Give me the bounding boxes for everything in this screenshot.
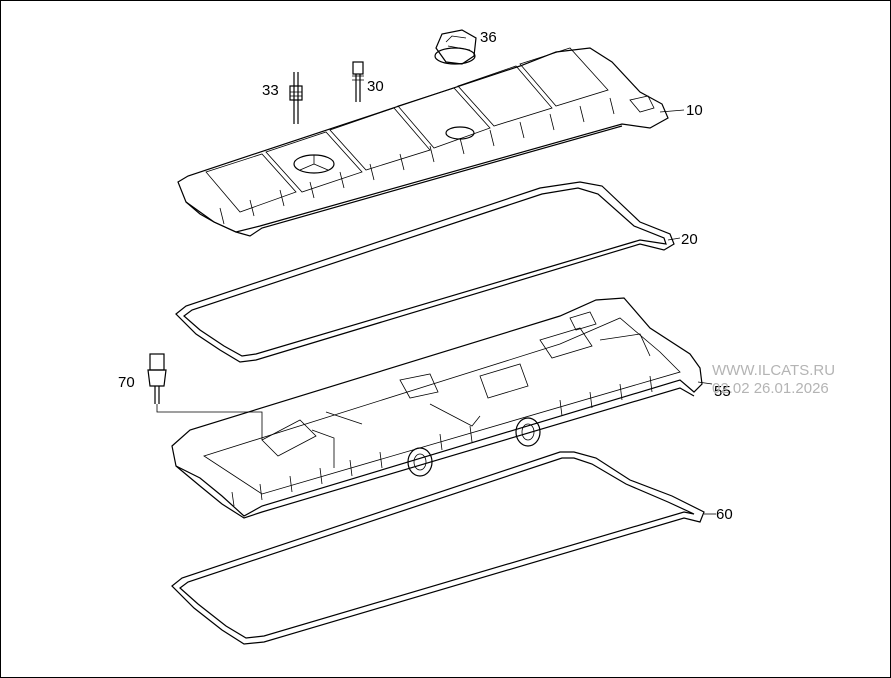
- callout-33: 33: [262, 82, 279, 99]
- part-33-bolt[interactable]: [289, 72, 303, 124]
- camshaft-gear-left: [407, 447, 433, 477]
- part-60-gasket[interactable]: [171, 451, 705, 645]
- callout-30: 30: [367, 78, 384, 95]
- callout-36: 36: [480, 29, 497, 46]
- part-10-cylinder-head-cover[interactable]: [177, 47, 669, 237]
- watermark-site: WWW.ILCATS.RU: [712, 362, 835, 379]
- part-70-screw-plug[interactable]: [147, 353, 263, 440]
- part-36-oil-filler-cap[interactable]: [434, 29, 477, 65]
- callout-60: 60: [716, 506, 733, 523]
- callout-55: 55: [714, 383, 731, 400]
- callout-10: 10: [686, 102, 703, 119]
- star-logo-emblem: [293, 154, 335, 174]
- camshaft-gear-right: [515, 417, 541, 447]
- part-20-gasket[interactable]: [175, 181, 675, 363]
- callout-leaders: [659, 109, 716, 515]
- callout-70: 70: [118, 374, 135, 391]
- part-55-lower-cover-housing[interactable]: [171, 297, 703, 519]
- callout-20: 20: [681, 231, 698, 248]
- part-30-bolt[interactable]: [352, 61, 364, 102]
- watermark-date: 02.02 26.01.2026: [712, 380, 829, 397]
